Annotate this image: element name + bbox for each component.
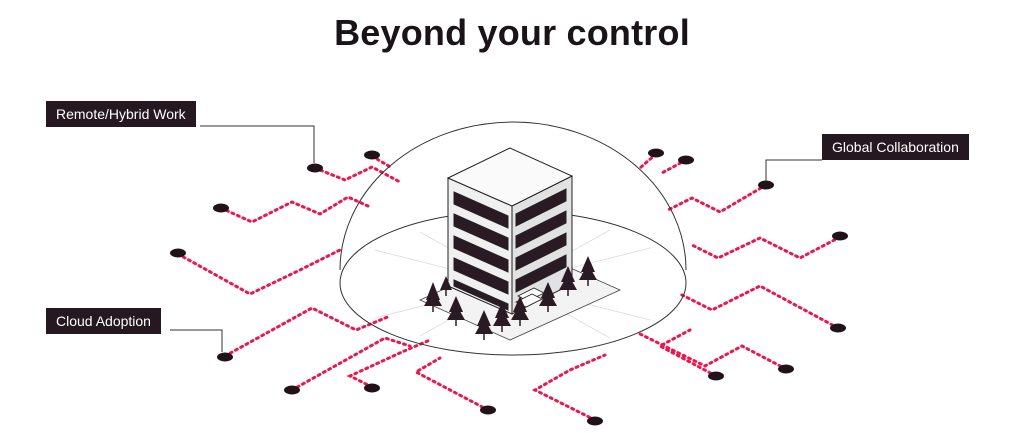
trees	[424, 256, 597, 340]
endpoint-node	[648, 148, 664, 158]
connection-line	[638, 332, 788, 371]
endpoint-node	[708, 371, 724, 381]
tree-icon	[447, 296, 465, 326]
endpoint-node	[284, 385, 300, 395]
endpoint-node	[758, 180, 774, 190]
endpoint-nodes	[170, 148, 848, 426]
connection-line	[313, 165, 402, 184]
label-cloud-adoption: Cloud Adoption	[46, 308, 161, 334]
connection-line	[219, 195, 370, 224]
endpoint-node	[364, 383, 380, 393]
connection-line	[412, 356, 490, 412]
tree-icon	[424, 282, 442, 312]
connection-lines	[176, 152, 842, 422]
tree-icon	[440, 276, 452, 296]
leader-line-global	[765, 159, 822, 181]
endpoint-node	[832, 231, 848, 241]
endpoint-node	[217, 352, 233, 362]
tree-icon	[579, 256, 597, 286]
connection-line	[531, 353, 607, 422]
connection-line	[346, 338, 432, 389]
connection-line	[176, 248, 342, 296]
connection-line	[638, 152, 658, 170]
endpoint-node	[678, 155, 694, 165]
endpoint-node	[307, 163, 323, 173]
label-global-collaboration: Global Collaboration	[822, 134, 969, 160]
connection-line	[666, 183, 768, 214]
tree-icon	[475, 310, 493, 340]
office-building-icon	[446, 147, 574, 315]
endpoint-node	[830, 323, 846, 333]
endpoint-node	[778, 364, 794, 374]
connection-line	[370, 154, 394, 170]
endpoint-node	[480, 405, 496, 415]
dome-arc	[339, 121, 687, 271]
endpoint-node	[170, 248, 186, 258]
tree-icon	[493, 302, 511, 332]
connection-line	[656, 328, 718, 378]
endpoint-node	[364, 150, 380, 160]
leader-line-remote	[200, 125, 315, 163]
leader-line-cloud	[170, 329, 223, 352]
leader-lines	[170, 125, 822, 352]
endpoint-node	[213, 203, 229, 213]
endpoint-node	[587, 416, 603, 426]
connection-line	[290, 336, 412, 392]
tree-icon	[539, 282, 557, 312]
connection-line	[688, 235, 842, 260]
connection-line	[223, 306, 392, 358]
label-remote-hybrid-work: Remote/Hybrid Work	[46, 101, 196, 127]
tree-icon	[511, 296, 529, 326]
tree-icon	[559, 266, 577, 296]
connection-line	[678, 284, 840, 330]
page-title: Beyond your control	[334, 12, 690, 53]
